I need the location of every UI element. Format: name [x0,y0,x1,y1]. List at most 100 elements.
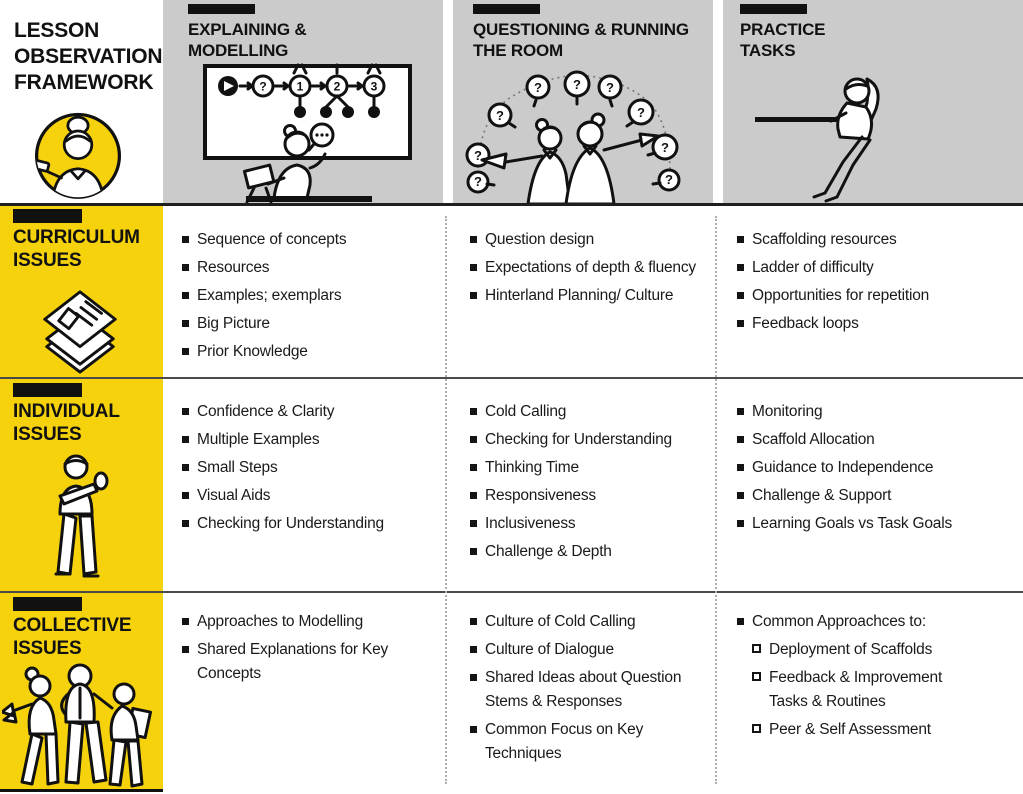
list-item: Challenge & Support [737,484,1017,508]
list-item-text: Hinterland Planning/ Culture [485,287,674,304]
list-item: Approaches to Modelling [182,610,417,634]
list-item-text: Culture of Dialogue [485,641,614,658]
square-bullet-icon [737,408,744,415]
square-bullet-icon [737,236,744,243]
sub-list-item-text: Peer & Self Assessment [769,721,931,738]
sub-list-item: Deployment of Scaffolds [752,638,977,662]
row-tab-marker [13,597,82,611]
square-bullet-icon [470,726,477,733]
list-item: Shared Ideas about Question Stems & Resp… [470,666,705,714]
list-item-text: Common Focus on Key Techniques [485,721,644,762]
list-item: Common Approachces to: [737,610,977,634]
square-bullet-icon [470,436,477,443]
list-item: Sequence of concepts [182,228,437,252]
column-divider-dotted [445,216,447,784]
header-separator-line [0,203,1023,206]
list-item-text: Culture of Cold Calling [485,613,636,630]
list-item-text: Guidance to Independence [752,459,934,476]
list-item: Ladder of difficulty [737,256,1017,280]
list-item: Expectations of depth & fluency [470,256,715,280]
list-item-text: Expectations of depth & fluency [485,259,696,276]
row-title-collective: COLLECTIVE ISSUES [13,615,132,659]
stacked-papers-icon [43,290,117,374]
list-item: Checking for Understanding [182,512,442,536]
list-item: Feedback loops [737,312,1017,336]
square-bullet-icon [182,520,189,527]
framework-title-cell: LESSON OBSERVATION FRAMEWORK [0,0,163,204]
column-title-practice: PRACTICE TASKS [740,20,826,60]
list-item-text: Learning Goals vs Task Goals [752,515,953,532]
column-title-explaining: EXPLAINING & MODELLING [188,20,307,60]
standing-teacher-icon [54,454,109,578]
row-title-curriculum: CURRICULUM ISSUES [13,227,140,271]
list-item: Guidance to Independence [737,456,1017,480]
svg-text:?: ? [474,148,482,163]
square-bullet-icon [182,236,189,243]
list-item: Scaffold Allocation [737,428,1017,452]
list-item: Checking for Understanding [470,428,715,452]
list-item-text: Ladder of difficulty [752,259,874,276]
list-item-text: Scaffolding resources [752,231,897,248]
list-item-text: Confidence & Clarity [197,403,335,420]
list-item-text: Examples; exemplars [197,287,342,304]
list-item: Shared Explanations for Key Concepts [182,638,417,686]
square-bullet-icon [182,348,189,355]
list-item-text: Challenge & Depth [485,543,612,560]
list-item-text: Checking for Understanding [197,515,384,532]
list-item: Small Steps [182,456,442,480]
list-item: Culture of Dialogue [470,638,705,662]
svg-text:?: ? [474,174,482,189]
square-bullet-icon [470,236,477,243]
square-bullet-icon [737,464,744,471]
list-item: Learning Goals vs Task Goals [737,512,1017,536]
sub-list-item-text: Deployment of Scaffolds [769,641,933,658]
list-item: Prior Knowledge [182,340,437,364]
square-bullet-icon [182,292,189,299]
teacher-modelling-at-whiteboard-illustration: ? 1 2 3 [203,63,412,204]
svg-text:?: ? [496,108,504,123]
list-item-text: Thinking Time [485,459,579,476]
list-item-text: Opportunities for repetition [752,287,930,304]
list-item-text: Shared Ideas about Question Stems & Resp… [485,669,682,710]
row-tab-marker [13,209,82,223]
square-bullet-icon [737,520,744,527]
svg-text:2: 2 [334,80,341,94]
list-item: Monitoring [737,400,1017,424]
header-tab-marker [740,4,807,14]
svg-text:?: ? [661,140,669,155]
list-item: Inclusiveness [470,512,715,536]
square-bullet-icon [470,674,477,681]
list-item: Multiple Examples [182,428,442,452]
square-bullet-icon [737,618,744,625]
square-bullet-icon [470,492,477,499]
open-square-bullet-icon [752,672,761,681]
page-title: LESSON OBSERVATION FRAMEWORK [14,19,163,94]
square-bullet-icon [737,264,744,271]
square-bullet-icon [470,292,477,299]
square-bullet-icon [470,464,477,471]
sub-list-item: Peer & Self Assessment [752,718,977,742]
list-item: Thinking Time [470,456,715,480]
svg-text:?: ? [665,172,673,187]
row-tab-marker [13,383,82,397]
list-item-text: Resources [197,259,270,276]
square-bullet-icon [470,520,477,527]
header-tab-marker [188,4,255,14]
row-separator-line [0,591,1023,593]
row-separator-line [0,377,1023,379]
open-square-bullet-icon [752,724,761,733]
list-item-text: Checking for Understanding [485,431,672,448]
list-item: Common Focus on Key Techniques [470,718,705,766]
list-item: Scaffolding resources [737,228,1017,252]
list-item-text: Sequence of concepts [197,231,347,248]
square-bullet-icon [737,292,744,299]
square-bullet-icon [470,646,477,653]
list-item-text: Challenge & Support [752,487,892,504]
list-item: Cold Calling [470,400,715,424]
observer-person-icon [34,112,122,199]
list-item-text: Cold Calling [485,403,567,420]
